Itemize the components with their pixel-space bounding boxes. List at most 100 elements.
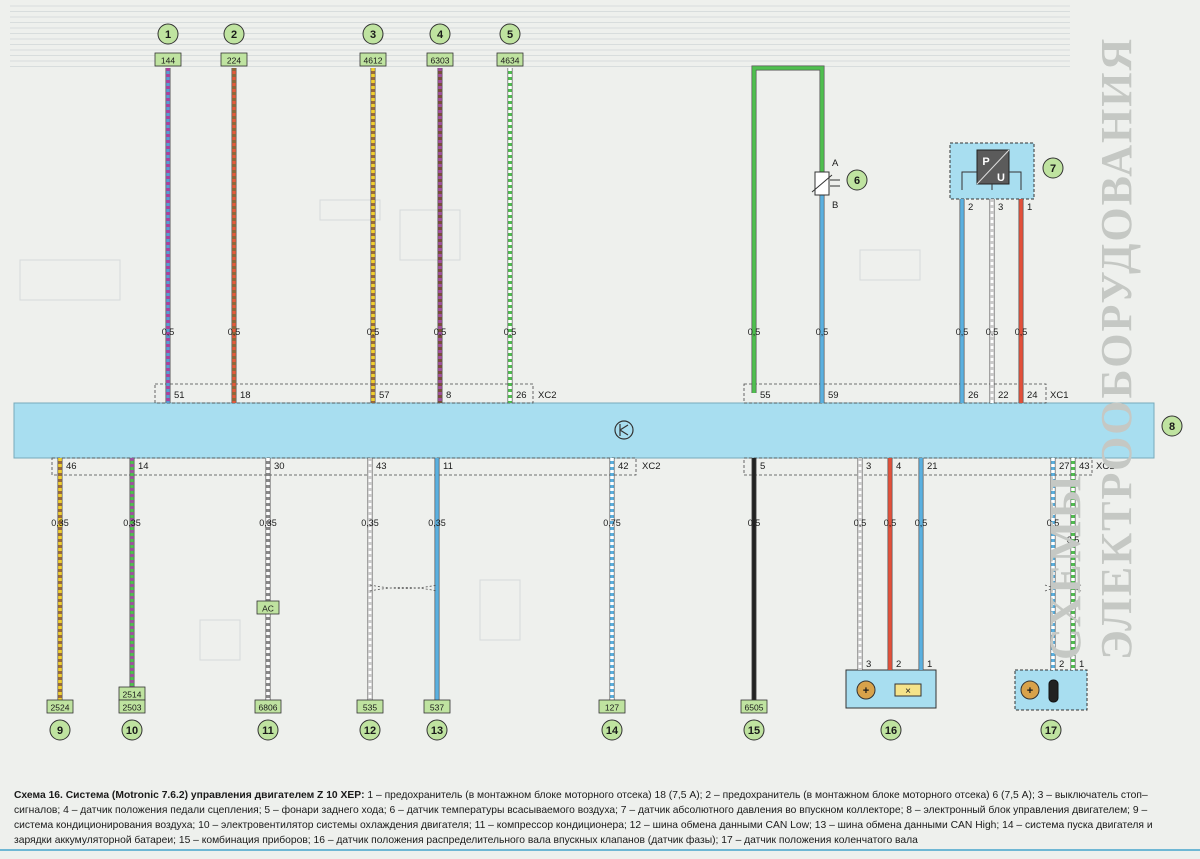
component-15-wire-id: 6505 xyxy=(745,703,764,713)
component-1-wire-id: 144 xyxy=(161,56,175,66)
ecu-transistor-symbol xyxy=(619,424,629,436)
component-3-number: 3 xyxy=(370,29,376,41)
ghost-print-through: СХЕМЫ ЭЛЕКТРООБОРУДОВАНИЯ xyxy=(1041,36,1141,660)
component-14-number-circle xyxy=(601,719,623,741)
component-14-number: 14 xyxy=(606,725,619,737)
component-13-number-circle xyxy=(426,719,448,741)
connector-xc2-bottom-label: XC2 xyxy=(642,461,660,472)
component-3-wire-id-box xyxy=(359,52,387,67)
ecu-transistor-icon xyxy=(614,420,634,440)
component-13-wire-id: 537 xyxy=(430,703,444,713)
connector-xc1-bottom xyxy=(743,457,1093,476)
sensor-16-hall-element xyxy=(894,683,922,697)
connector-xc2-bottom xyxy=(51,457,637,476)
ecu-number: 8 xyxy=(1169,421,1175,433)
sensor-7-p-label: P xyxy=(982,156,989,168)
bottom-rule xyxy=(0,849,1200,851)
sensor-17-plus: + xyxy=(1027,685,1033,697)
component-13-gauge: 0,35 xyxy=(428,518,446,528)
sensor-6-loop-wire xyxy=(752,66,824,393)
component-14-ecu-pin: 42 xyxy=(618,461,629,472)
component-14-wire-id: 127 xyxy=(605,703,619,713)
sensor-16-gauge-2: 0,5 xyxy=(884,518,897,528)
component-2-wire-id-box xyxy=(220,52,248,67)
component-12-gauge: 0,35 xyxy=(361,518,379,528)
sensor-16-number: 16 xyxy=(885,725,897,737)
sensor-16-pin-2: 2 xyxy=(896,659,901,670)
component-15-gauge: 0,5 xyxy=(748,518,761,528)
sensor-7-pin-1: 2 xyxy=(968,202,973,213)
component-1-number-circle xyxy=(157,23,179,45)
sensor-17-number-circle xyxy=(1040,719,1062,741)
bleed-box-3 xyxy=(859,249,921,281)
component-5-wire-id-box xyxy=(496,52,524,67)
sensor-17-gauge-1: 0,5 xyxy=(1047,518,1060,528)
component-3-wire-id: 4612 xyxy=(364,56,383,66)
component-12-number: 12 xyxy=(364,725,376,737)
sensor-6-number: 6 xyxy=(854,175,860,187)
twisted-pair-crank xyxy=(1044,584,1082,592)
sensor-7-pin-2: 3 xyxy=(998,202,1003,213)
component-15-wire-id-box xyxy=(740,699,768,714)
sensor-17-coil xyxy=(1048,679,1059,703)
component-14-gauge: 0,75 xyxy=(603,518,621,528)
component-3-number-circle xyxy=(362,23,384,45)
sensor-7-ecu-pin-2: 22 xyxy=(998,390,1009,401)
sensor-16-gauge-1: 0,5 xyxy=(854,518,867,528)
sensor-16-magnet-icon xyxy=(856,680,876,700)
sensor-16-plus: + xyxy=(863,685,869,697)
component-14-wire-id-box xyxy=(598,699,626,714)
component-11-label: AC xyxy=(262,604,274,614)
component-5-number-circle xyxy=(499,23,521,45)
sensor-6-right-gauge: 0,5 xyxy=(816,327,829,337)
component-5-number: 5 xyxy=(507,29,513,41)
component-4-wire-id: 6303 xyxy=(431,56,450,66)
sensor-16-ecu-pin-1: 3 xyxy=(866,461,871,472)
sensor-6-thermistor-mark xyxy=(811,174,833,193)
sensor-17-gauge-2: 0,5 xyxy=(1067,535,1080,545)
sensor-7-ecu-pin-3: 24 xyxy=(1027,390,1038,401)
component-9-wire-id: 2524 xyxy=(51,703,70,713)
connector-xc2-top xyxy=(154,383,534,404)
sensor-17-number: 17 xyxy=(1045,725,1057,737)
component-15-number: 15 xyxy=(748,725,760,737)
ecu-number-circle xyxy=(1161,415,1183,437)
component-11-ecu-pin: 30 xyxy=(274,461,285,472)
sensor-17-ecu-pin-2: 43 xyxy=(1079,461,1090,472)
sensor-17-pin-2: 1 xyxy=(1079,659,1084,670)
component-1-number: 1 xyxy=(165,29,171,41)
sensor-7-pin-3: 1 xyxy=(1027,202,1032,213)
sensor-16-pin-1: 3 xyxy=(866,659,871,670)
sensor-6-loop-edge xyxy=(751,65,825,393)
component-15-number-circle xyxy=(743,719,765,741)
component-13-number: 13 xyxy=(431,725,443,737)
connector-xc1-bottom-label: XC1 xyxy=(1096,461,1114,472)
component-10-gauge: 0,35 xyxy=(123,518,141,528)
sensor-6-pin-a: A xyxy=(832,158,839,169)
component-9-ecu-pin: 46 xyxy=(66,461,77,472)
component-1-ecu-pin: 51 xyxy=(174,390,185,401)
sensor-16-gauge-3: 0,5 xyxy=(915,518,928,528)
sensor-6-number-circle xyxy=(846,169,868,191)
component-12-wire-id-box xyxy=(356,699,384,714)
sensor-16-pin-3: 1 xyxy=(927,659,932,670)
sensor-7-number: 7 xyxy=(1050,163,1056,175)
component-4-gauge: 0,5 xyxy=(434,327,447,337)
sensor-7-pu-divider xyxy=(976,149,1010,185)
component-2-number-circle xyxy=(223,23,245,45)
component-5-gauge: 0,5 xyxy=(504,327,517,337)
component-1-wire-id-box xyxy=(154,52,182,67)
component-9-number-circle xyxy=(49,719,71,741)
sensor-6-left-pin: 55 xyxy=(760,390,771,401)
component-9-number: 9 xyxy=(57,725,63,737)
component-13-ecu-pin: 11 xyxy=(443,461,453,472)
bleed-box-0 xyxy=(19,259,121,301)
component-11-wire-id-box xyxy=(254,699,282,714)
sensor-17-pin-1: 2 xyxy=(1059,659,1064,670)
bleed-box-5 xyxy=(199,619,241,661)
component-1-gauge: 0,5 xyxy=(162,327,175,337)
component-5-ecu-pin: 26 xyxy=(516,390,527,401)
background-bleed xyxy=(10,5,1070,661)
bleed-box-4 xyxy=(479,579,521,641)
